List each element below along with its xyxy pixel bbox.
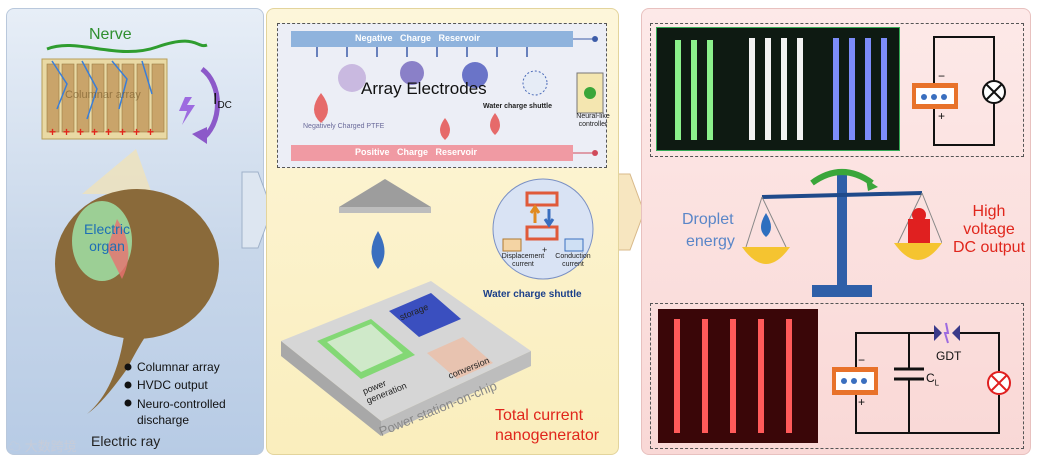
negative-reservoir-label: Negative Charge Reservoir <box>355 33 481 43</box>
svg-text:+: + <box>91 125 98 139</box>
water-droplet-icon <box>371 231 385 269</box>
svg-text:+: + <box>49 125 56 139</box>
positive-reservoir-label: Positive Charge Reservoir <box>355 147 478 157</box>
watermark-logo: ☁ 大数跨境 <box>8 436 77 455</box>
up-arrow-icon <box>339 179 431 213</box>
bullet-columnar-array: Columnar array <box>137 360 220 374</box>
conduction-current-label: Conduction current <box>555 253 591 268</box>
nerve-label: Nerve <box>89 26 132 43</box>
svg-text:+: + <box>133 125 140 139</box>
left-panel: + + + + + + + + Nerve Columnar array IDC Elec… <box>6 8 264 455</box>
columnar-array-overlay-label: Columnar array <box>65 89 141 101</box>
bottom-circuit-minus: − <box>858 353 866 367</box>
water-charge-shuttle-small-label: Water charge shuttle <box>483 103 552 110</box>
top-demo-box <box>650 23 1024 157</box>
capacitor-subscript: L <box>934 378 940 388</box>
balance-scale-illustration <box>742 169 942 297</box>
right-panel: − + Droplet energy High voltage DC outpu… <box>641 8 1031 455</box>
idc-subscript: DC <box>217 100 232 112</box>
array-electrodes-label: Array Electrodes <box>361 79 487 98</box>
svg-text:+: + <box>119 125 126 139</box>
middle-panel: Negative Charge Reservoir Positive Charg… <box>266 8 619 455</box>
displacement-current-label: Displacement current <box>501 253 545 268</box>
array-electrodes-box <box>277 23 607 168</box>
led-array-icon <box>675 38 887 140</box>
high-voltage-line2: voltage <box>963 221 1015 238</box>
green-led-photo <box>656 27 900 151</box>
neural-controller-label: Neural-like controller <box>576 113 610 128</box>
bottom-circuit-plus: + <box>858 395 866 409</box>
svg-text:+: + <box>63 125 70 139</box>
svg-text:+: + <box>77 125 84 139</box>
red-led-photo <box>658 309 818 443</box>
bottom-circuit-diagram <box>832 322 1011 434</box>
idc-symbol: I <box>213 91 218 108</box>
svg-text:+: + <box>105 125 112 139</box>
red-led-array-icon <box>674 319 792 433</box>
top-circuit-minus: − <box>938 69 946 83</box>
water-charge-shuttle-label: Water charge shuttle <box>483 289 582 300</box>
panel-title-line2: nanogenerator <box>495 427 600 444</box>
droplet-energy-line1: Droplet <box>682 211 734 228</box>
capacitor-label: CL <box>926 371 939 387</box>
array-electrodes-illustration <box>291 31 604 161</box>
bullet-neuro-controlled: Neuro-controlled discharge <box>137 397 226 427</box>
water-charge-shuttle-icon <box>492 178 594 280</box>
panel-title-line1: Total current <box>495 407 584 424</box>
high-voltage-line1: High <box>972 203 1006 220</box>
top-circuit-diagram <box>912 36 1006 146</box>
svg-text:+: + <box>147 125 154 139</box>
bullet-hvdc-output: HVDC output <box>137 378 208 392</box>
watermark-icon: ☁ <box>8 439 25 454</box>
watermark-text: 大数跨境 <box>24 439 77 454</box>
bottom-demo-box <box>650 303 1024 449</box>
power-station-chip-illustration <box>281 281 531 436</box>
capacitor-symbol: C <box>926 371 935 385</box>
droplet-energy-line2: energy <box>686 233 735 250</box>
gdt-label: GDT <box>936 349 962 363</box>
top-circuit-plus: + <box>938 109 946 123</box>
electric-ray-illustration: + + + + + + + + <box>41 39 220 414</box>
ptfe-label: Negatively Charged PTFE <box>303 123 385 130</box>
electric-organ-label: Electric organ <box>84 221 130 254</box>
high-voltage-line3: DC output <box>952 239 1026 256</box>
idc-label: IDC <box>213 91 232 111</box>
electric-ray-caption: Electric ray <box>91 433 161 449</box>
chevron-arrow-1-icon <box>241 171 273 249</box>
shuttle-plus-label: + <box>542 245 548 255</box>
